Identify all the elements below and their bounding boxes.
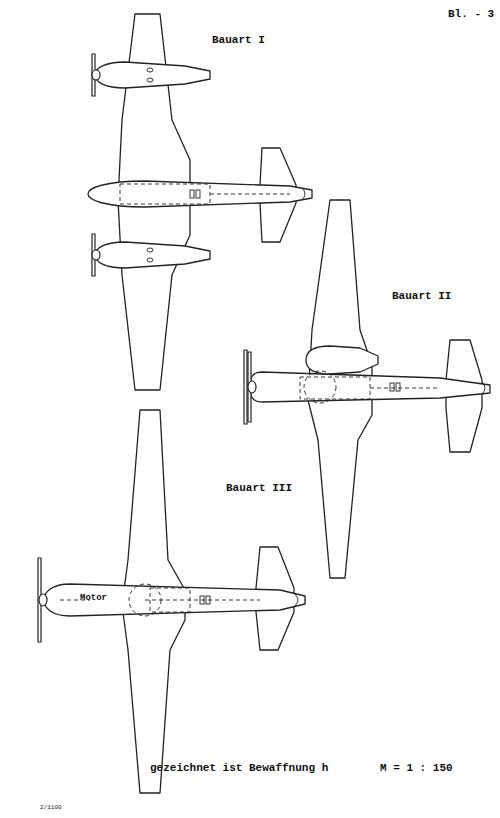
variant-title: Bauart III <box>226 482 292 495</box>
sheet-number: Bl. - 3 <box>448 8 494 21</box>
scale-note: M = 1 : 150 <box>380 762 453 775</box>
variant-title: Bauart II <box>392 290 451 303</box>
part-label: Motor <box>80 593 107 604</box>
variant-title: Bauart I <box>212 34 265 47</box>
sheet-code: 2/1100 <box>40 804 62 812</box>
drawing-note: gezeichnet ist Bewaffnung h <box>150 762 328 775</box>
